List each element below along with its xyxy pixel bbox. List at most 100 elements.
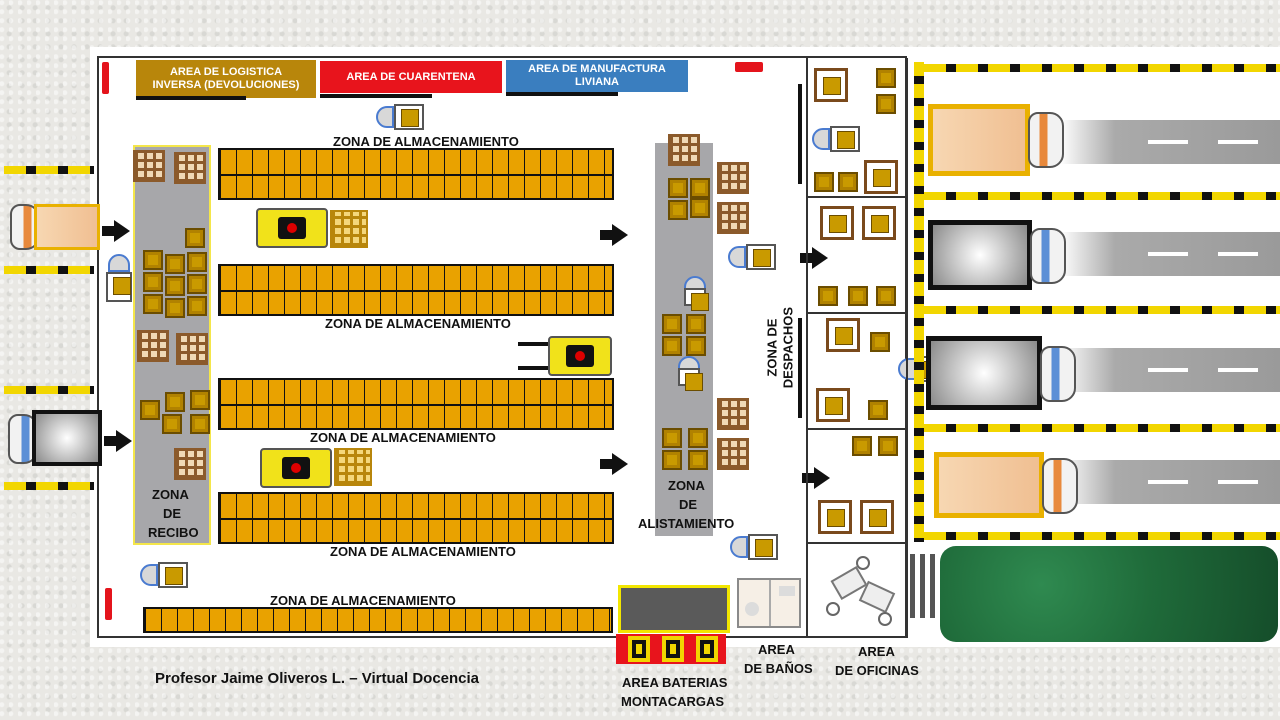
storage-rack-1 (218, 148, 614, 200)
zona-recibo-label-3: RECIBO (148, 525, 199, 540)
recibo-box-14 (162, 414, 182, 434)
dock-lane-stripe-3 (924, 306, 1280, 314)
dock-sep-2 (806, 312, 908, 314)
despachos-divider-2 (798, 318, 802, 418)
forklift-2-forks (518, 342, 548, 346)
area-manufactura-label: AREA DE MANUFACTURA LIVIANA (528, 63, 666, 88)
pallet-jack-8 (678, 276, 712, 311)
area-baterias-label-1: AREA BATERIAS (622, 675, 728, 690)
area-logistica-label: AREA DE LOGISTICA INVERSA (DEVOLUCIONES) (152, 66, 300, 91)
despacho-crate-5 (826, 318, 860, 352)
despacho-box-3 (814, 172, 834, 192)
dock-lane-stripe-5 (924, 532, 1280, 540)
dock-hazard-strip (914, 62, 924, 542)
battery-cell-1 (628, 636, 650, 662)
zona-recibo-label-2: DE (163, 506, 182, 521)
recibo-box-3 (165, 254, 185, 274)
area-oficinas-label-2: DE OFICINAS (835, 663, 919, 678)
area-banos-label-1: AREA (758, 642, 795, 657)
alist-pallet-2 (717, 162, 749, 194)
logistica-underline (136, 96, 246, 100)
battery-cell-3 (696, 636, 718, 662)
despacho-box-7 (876, 286, 896, 306)
zona-almacenamiento-label-3: ZONA DE ALMACENAMIENTO (310, 430, 496, 445)
zona-almacenamiento-label-4: ZONA DE ALMACENAMIENTO (330, 544, 516, 559)
area-cuarentena-label: AREA DE CUARENTENA (346, 70, 476, 83)
despacho-box-2 (876, 94, 896, 114)
dock-sep-3 (806, 428, 908, 430)
alist-pallet-4 (717, 398, 749, 430)
alist-box-11 (662, 450, 682, 470)
dock-truck-2 (928, 220, 1032, 290)
manufactura-underline (506, 92, 618, 96)
red-marker-top-right (735, 62, 763, 72)
recibo-box-11 (165, 392, 185, 412)
recibo-box-1 (185, 228, 205, 248)
alist-box-12 (688, 450, 708, 470)
recibo-box-13 (140, 400, 160, 420)
alist-box-2 (690, 178, 710, 198)
recv-stripe-1 (4, 166, 94, 174)
pallet-jack-2 (812, 126, 862, 152)
zona-alistamiento-label-2: DE (679, 497, 698, 512)
pallet-jack-5 (140, 562, 190, 588)
area-logistica-inversa: AREA DE LOGISTICA INVERSA (DEVOLUCIONES) (136, 60, 316, 98)
recibo-box-7 (187, 274, 207, 294)
alist-box-1 (668, 178, 688, 198)
alist-box-4 (690, 198, 710, 218)
dock-truck-1 (928, 104, 1030, 176)
storage-rack-3 (218, 378, 614, 430)
recv-truck-1 (34, 204, 100, 250)
dock-truck-4-cab (1042, 458, 1078, 514)
dock-lane-stripe-2 (924, 192, 1280, 200)
zona-almacenamiento-label-5: ZONA DE ALMACENAMIENTO (270, 593, 456, 608)
recibo-pallet-5 (174, 448, 206, 480)
forklift-3 (260, 448, 332, 488)
forklift-2-forks-b (518, 366, 548, 370)
recv-stripe-4 (4, 482, 94, 490)
recibo-box-12 (190, 390, 210, 410)
storage-rack-4 (218, 492, 614, 544)
cuarentena-underline (320, 94, 432, 98)
despacho-crate-3 (820, 206, 854, 240)
arrow-storage-2 (600, 453, 628, 475)
recv-stripe-3 (4, 386, 94, 394)
zona-despachos-label: ZONA DE DESPACHOS (764, 306, 795, 389)
despacho-box-9 (868, 400, 888, 420)
area-manufactura-liviana: AREA DE MANUFACTURA LIVIANA (506, 60, 688, 92)
battery-area-frame (618, 585, 730, 633)
recibo-pallet-3 (137, 330, 169, 362)
zona-alistamiento-label-1: ZONA (668, 478, 705, 493)
pallet-jack-9 (672, 356, 706, 391)
office-chair-3 (878, 612, 892, 626)
dock-wall (806, 58, 808, 638)
dock-lane-stripe-1 (924, 64, 1280, 72)
alist-box-8 (686, 336, 706, 356)
recibo-box-8 (143, 294, 163, 314)
banos-fixture-2 (779, 586, 795, 596)
recv-stripe-2 (4, 266, 94, 274)
dock-truck-3 (926, 336, 1042, 410)
despacho-box-10 (852, 436, 872, 456)
recibo-pallet-1 (133, 150, 165, 182)
area-cuarentena: AREA DE CUARENTENA (320, 61, 502, 93)
parking-bar-2 (920, 554, 925, 618)
dock-truck-4 (934, 452, 1044, 518)
zona-almacenamiento-label-1: ZONA DE ALMACENAMIENTO (333, 134, 519, 149)
despacho-crate-4 (862, 206, 896, 240)
dock-outer-wall (906, 58, 908, 638)
pallet-jack-1 (376, 104, 426, 130)
recibo-box-10 (187, 296, 207, 316)
recibo-box-6 (165, 276, 185, 296)
arrow-storage-1 (600, 224, 628, 246)
despacho-box-11 (878, 436, 898, 456)
despacho-box-8 (870, 332, 890, 352)
recibo-box-4 (187, 252, 207, 272)
despacho-box-6 (848, 286, 868, 306)
storage-rack-5 (143, 607, 613, 633)
banos-room-divider (769, 580, 771, 626)
recv-truck-2 (32, 410, 102, 466)
zona-almacenamiento-label-2: ZONA DE ALMACENAMIENTO (325, 316, 511, 331)
despacho-crate-1 (814, 68, 848, 102)
alist-box-10 (688, 428, 708, 448)
